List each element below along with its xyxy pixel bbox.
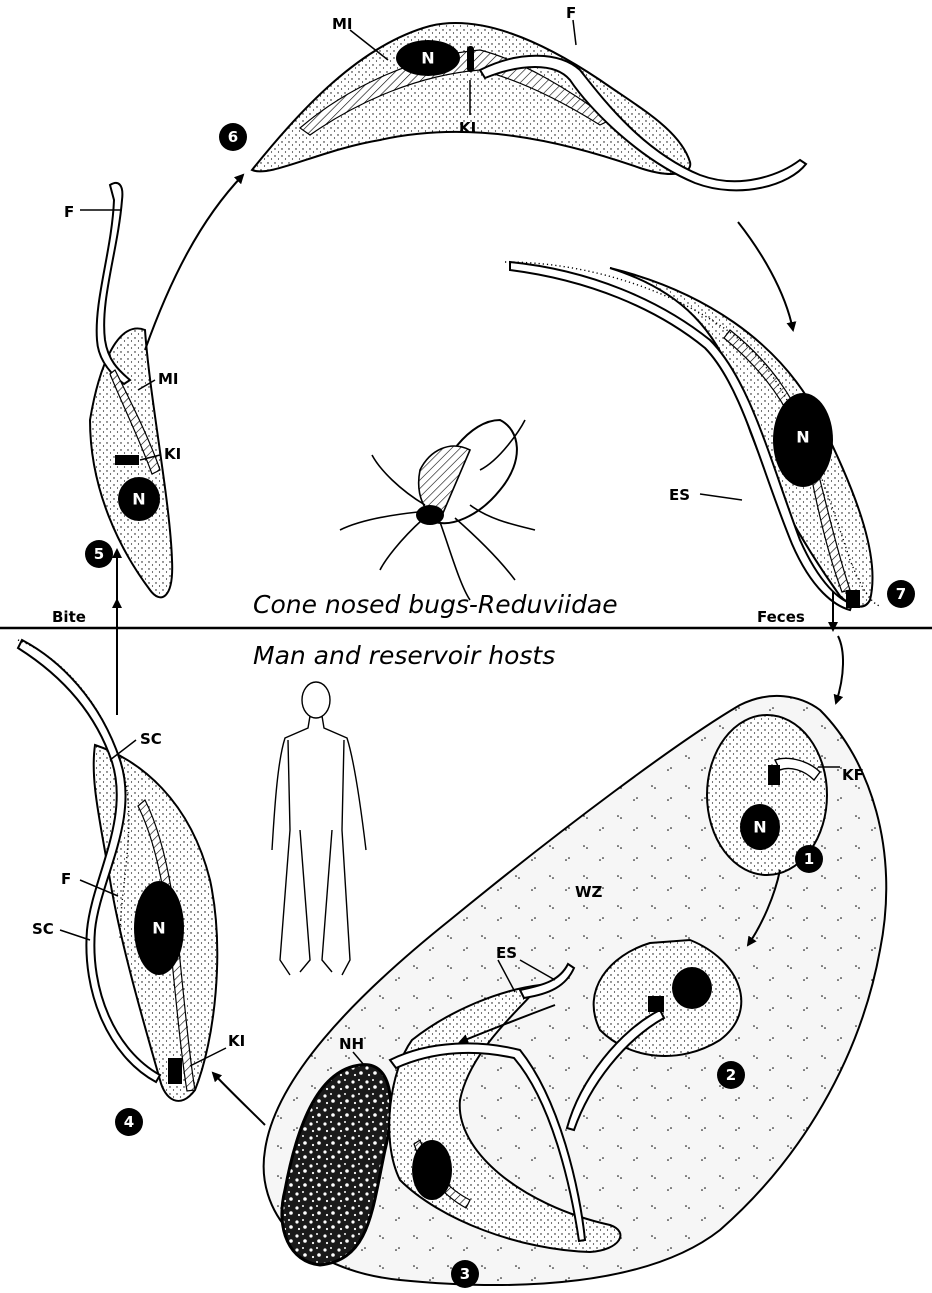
arrow-5-to-6 xyxy=(145,175,243,350)
stage-6-epimastigote xyxy=(252,23,806,190)
svg-text:6: 6 xyxy=(228,128,238,146)
label-nh: NH xyxy=(339,1035,364,1053)
label-sc-upper: SC xyxy=(140,730,162,748)
stage-number-1: 1 xyxy=(795,845,823,873)
label-f-stage-4: F xyxy=(61,870,71,888)
stage-7-trypomastigote xyxy=(505,262,880,610)
feces-label: Feces xyxy=(757,608,805,626)
arrow-into-host-cell xyxy=(836,636,843,703)
stage-number-7: 7 xyxy=(887,580,915,608)
label-wz: WZ xyxy=(575,883,603,901)
label-f-stage-5: F xyxy=(64,203,74,221)
label-kf: KF xyxy=(842,766,864,784)
stage-number-5: 5 xyxy=(85,540,113,568)
label-nucleus-stage-5: N xyxy=(132,490,145,509)
svg-text:3: 3 xyxy=(460,1265,470,1283)
human-figure-illustration xyxy=(272,682,366,975)
stage-number-2: 2 xyxy=(717,1061,745,1089)
label-nucleus-stage-6: N xyxy=(421,49,434,68)
label-es-stage-3: ES xyxy=(496,944,517,962)
label-mi-stage-5: MI xyxy=(158,370,179,388)
label-nucleus-stage-7: N xyxy=(796,428,809,447)
label-ki-stage-4: KI xyxy=(228,1032,245,1050)
stage-number-3: 3 xyxy=(451,1260,479,1288)
svg-text:2: 2 xyxy=(726,1066,736,1084)
label-sc-lower: SC xyxy=(32,920,54,938)
svg-text:7: 7 xyxy=(896,585,906,603)
svg-text:4: 4 xyxy=(124,1113,134,1131)
svg-text:5: 5 xyxy=(94,545,104,563)
label-ki-stage-6: KI xyxy=(459,119,476,137)
host-header: Man and reservoir hosts xyxy=(253,641,555,670)
arrow-6-to-7 xyxy=(738,222,793,330)
label-f-stage-6: F xyxy=(566,4,576,22)
vector-header: Cone nosed bugs-Reduviidae xyxy=(253,590,618,619)
label-ki-stage-5: KI xyxy=(164,445,181,463)
label-nucleus-stage-1: N xyxy=(753,818,766,837)
stage-number-4: 4 xyxy=(115,1108,143,1136)
stage-number-6: 6 xyxy=(219,123,247,151)
label-nucleus-stage-4: N xyxy=(152,919,165,938)
bite-label: Bite xyxy=(52,608,86,626)
reduviid-bug-illustration xyxy=(340,420,535,600)
arrow-3-to-4 xyxy=(213,1073,265,1125)
svg-text:1: 1 xyxy=(804,850,814,868)
stage-5-trypomastigote xyxy=(90,183,172,597)
label-mi-stage-6: MI xyxy=(332,15,353,33)
label-es-stage-7: ES xyxy=(669,486,690,504)
